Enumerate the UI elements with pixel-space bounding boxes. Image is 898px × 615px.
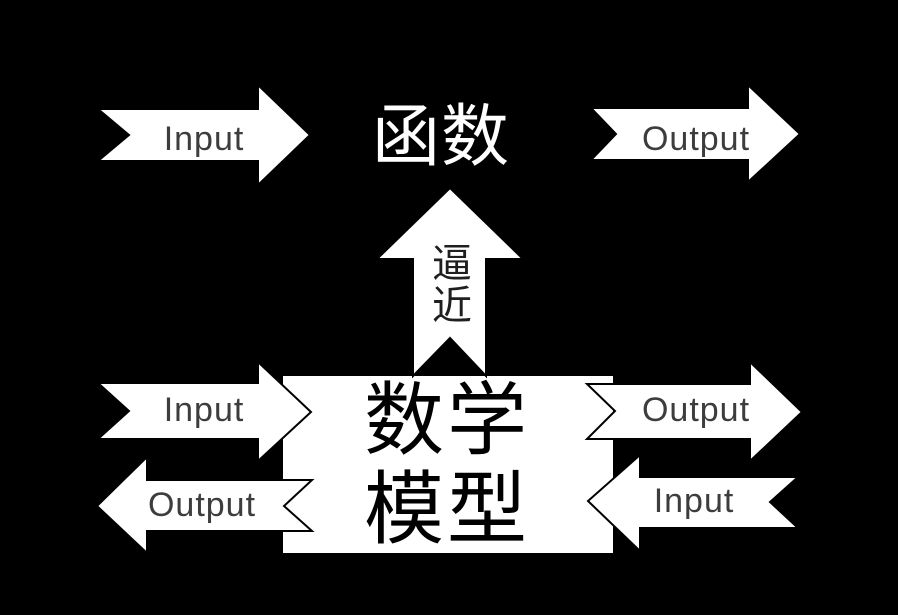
approx-arrow-label: 逼近: [426, 242, 470, 326]
approx-up-arrow-shape: [374, 186, 526, 379]
math-model-box: [283, 376, 613, 553]
box-right-input-arrow-label: Input: [653, 482, 735, 520]
box-left-input-arrow-label: Input: [163, 391, 245, 429]
top-output-arrow-label: Output: [641, 120, 751, 158]
box-right-input-arrow-shape: [586, 452, 801, 554]
math-model-label-line2: 模型: [364, 465, 530, 554]
box-right-output-arrow-shape: [584, 359, 804, 464]
function-node-label: 函数: [371, 99, 511, 175]
top-output-arrow-shape: [588, 82, 802, 185]
top-input-arrow-label: Input: [163, 120, 245, 158]
box-right-output-arrow-label: Output: [641, 391, 751, 429]
top-input-arrow-shape: [95, 82, 312, 188]
box-left-output-arrow-label: Output: [147, 486, 257, 524]
box-left-output-arrow-shape: [95, 454, 315, 556]
box-left-input-arrow-shape: [95, 359, 313, 464]
math-model-label-line1: 数学: [364, 376, 530, 465]
